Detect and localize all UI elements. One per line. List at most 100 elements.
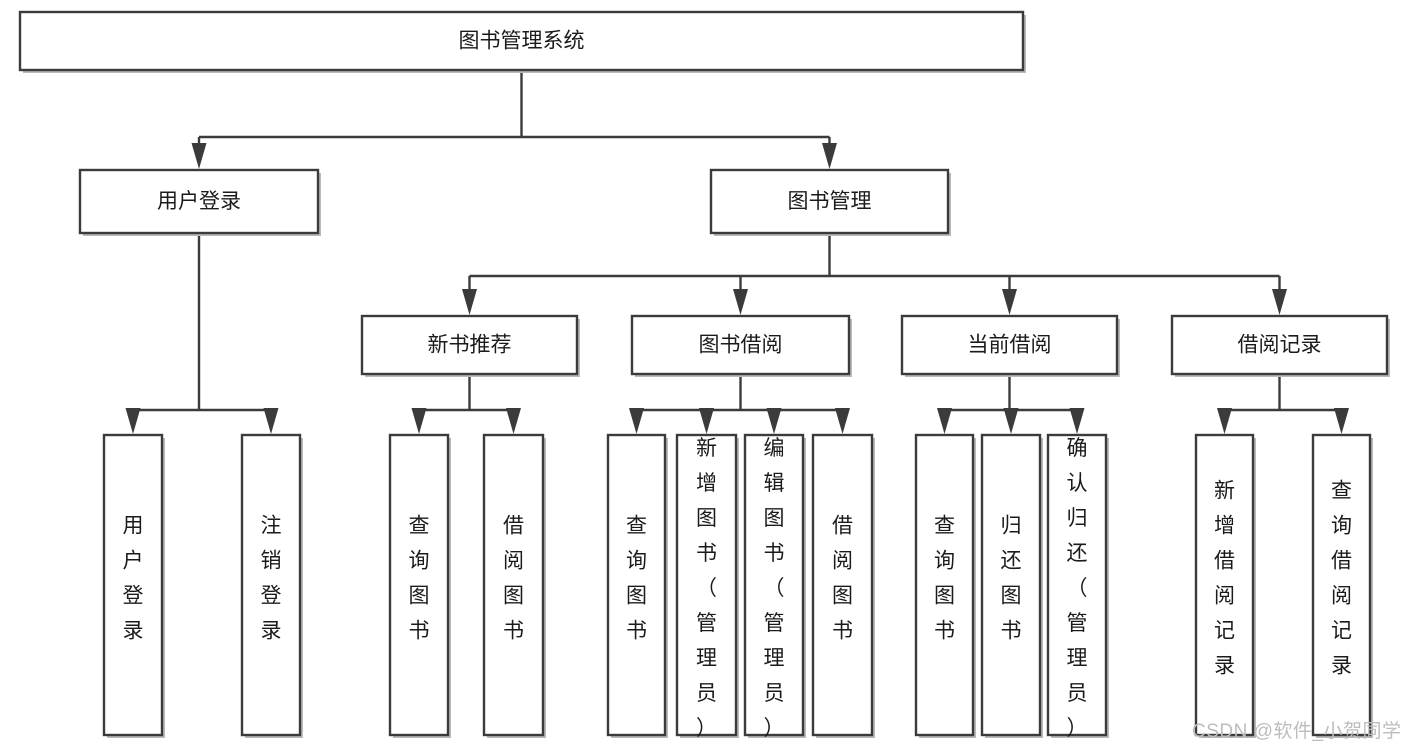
node-borrow[interactable]: 图书借阅: [630, 314, 852, 377]
node-box-newrec: [360, 314, 579, 376]
node-label-leaf-records-2-char-4: 记: [1331, 620, 1352, 643]
node-label-root: 图书管理系统: [459, 30, 585, 53]
node-label-newrec: 新书推荐: [428, 334, 512, 357]
node-label-leaf-current-3-char-0: 确: [1067, 437, 1088, 460]
arrow-head-leaf-login-1: [125, 408, 141, 434]
node-label-leaf-borrow-4-char-2: 图: [832, 585, 853, 608]
node-label-leaf-borrow-1-char-2: 图: [626, 585, 647, 608]
node-label-leaf-current-3-char-4: （: [1067, 577, 1088, 600]
node-label-leaf-records-1-char-3: 阅: [1214, 585, 1235, 608]
node-label-leaf-borrow-3-char-5: 管: [764, 612, 785, 635]
nodes-layer: 图书管理系统用户登录图书管理新书推荐图书借阅当前借阅借阅记录用户登录注销登录查询…: [18, 10, 1390, 740]
node-label-leaf-borrow-3-char-0: 编: [764, 437, 785, 460]
node-box-records: [1170, 314, 1389, 376]
node-login[interactable]: 用户登录: [78, 168, 321, 236]
node-box-borrow: [630, 314, 851, 376]
node-label-leaf-borrow-2-char-8: ）: [696, 717, 717, 740]
node-newrec[interactable]: 新书推荐: [360, 314, 580, 377]
node-label-leaf-borrow-1-char-3: 书: [626, 620, 647, 643]
arrow-head-current: [1002, 289, 1017, 315]
node-label-leaf-login-1-char-0: 用: [123, 515, 144, 538]
node-label-leaf-records-2-char-5: 录: [1331, 655, 1352, 678]
node-box-current: [900, 314, 1119, 376]
node-label-leaf-borrow-1-char-1: 询: [626, 550, 647, 573]
node-label-leaf-current-3-char-5: 管: [1067, 612, 1088, 635]
node-box-login: [78, 168, 320, 235]
node-label-leaf-current-1-char-2: 图: [934, 585, 955, 608]
node-label-leaf-borrow-2-char-1: 增: [696, 472, 717, 495]
arrow-head-leaf-current-3: [1069, 408, 1085, 434]
node-label-leaf-current-2-char-2: 图: [1001, 585, 1022, 608]
node-label-records: 借阅记录: [1238, 334, 1322, 357]
node-box-leaf-current-2: [980, 433, 1042, 737]
arrow-head-leaf-borrow-2: [699, 408, 714, 434]
node-root[interactable]: 图书管理系统: [18, 10, 1026, 73]
node-label-leaf-borrow-2-char-6: 理: [696, 647, 717, 670]
node-label-leaf-records-1-char-0: 新: [1214, 480, 1235, 503]
node-label-leaf-login-1-char-2: 登: [123, 585, 144, 608]
node-label-leaf-login-2-char-1: 销: [261, 550, 282, 573]
node-label-leaf-login-2-char-0: 注: [261, 515, 282, 538]
node-label-leaf-newrec-2-char-0: 借: [503, 515, 524, 538]
node-label-leaf-borrow-2-char-2: 图: [696, 507, 717, 530]
node-label-leaf-records-1-char-2: 借: [1214, 550, 1235, 573]
node-box-leaf-login-1: [102, 433, 164, 737]
arrow-head-login: [191, 143, 207, 169]
node-label-leaf-records-2-char-3: 阅: [1331, 585, 1352, 608]
node-label-leaf-borrow-4-char-0: 借: [832, 515, 853, 538]
node-label-bookmgmt: 图书管理: [788, 190, 872, 213]
node-box-leaf-borrow-4: [811, 433, 874, 737]
node-label-leaf-current-1-char-3: 书: [934, 620, 955, 643]
arrow-head-leaf-current-1: [937, 408, 952, 434]
node-current[interactable]: 当前借阅: [900, 314, 1120, 377]
arrow-head-leaf-borrow-1: [629, 408, 644, 434]
node-label-leaf-login-2-char-2: 登: [261, 585, 282, 608]
node-label-leaf-current-2-char-0: 归: [1001, 515, 1022, 538]
arrow-head-leaf-records-1: [1217, 408, 1232, 434]
node-label-leaf-borrow-3-char-7: 员: [764, 682, 785, 705]
node-records[interactable]: 借阅记录: [1170, 314, 1390, 377]
node-box-leaf-borrow-3: [743, 433, 805, 737]
node-box-root: [18, 10, 1025, 72]
arrow-head-borrow: [733, 289, 748, 315]
node-label-leaf-newrec-2-char-2: 图: [503, 585, 524, 608]
node-label-leaf-current-2-char-1: 还: [1001, 550, 1022, 573]
node-box-leaf-newrec-1: [388, 433, 450, 737]
arrow-head-records: [1272, 289, 1287, 315]
node-label-leaf-login-2-char-3: 录: [261, 620, 282, 643]
node-label-leaf-current-3-char-3: 还: [1067, 542, 1088, 565]
node-label-leaf-current-1-char-1: 询: [934, 550, 955, 573]
node-label-leaf-current-2-char-3: 书: [1001, 620, 1022, 643]
node-label-leaf-borrow-2-char-5: 管: [696, 612, 717, 635]
node-label-leaf-borrow-3-char-2: 图: [764, 507, 785, 530]
node-label-leaf-newrec-1-char-0: 查: [409, 515, 430, 538]
node-label-leaf-newrec-2-char-1: 阅: [503, 550, 524, 573]
node-label-leaf-current-3-char-8: ）: [1067, 717, 1088, 740]
node-label-leaf-borrow-3-char-3: 书: [764, 542, 785, 565]
arrow-head-leaf-current-2: [1003, 408, 1019, 434]
node-box-leaf-login-2: [240, 433, 302, 737]
node-label-leaf-records-2-char-2: 借: [1331, 550, 1352, 573]
node-label-leaf-login-1-char-1: 户: [123, 550, 144, 573]
node-leaf-login-1[interactable]: 用户登录: [102, 433, 165, 738]
node-label-leaf-records-2-char-1: 询: [1331, 515, 1352, 538]
node-label-leaf-current-3-char-1: 认: [1067, 472, 1088, 495]
node-label-leaf-newrec-1-char-3: 书: [409, 620, 430, 643]
arrow-head-leaf-newrec-1: [411, 408, 427, 434]
node-label-current: 当前借阅: [968, 334, 1052, 357]
node-bookmgmt[interactable]: 图书管理: [709, 168, 951, 236]
